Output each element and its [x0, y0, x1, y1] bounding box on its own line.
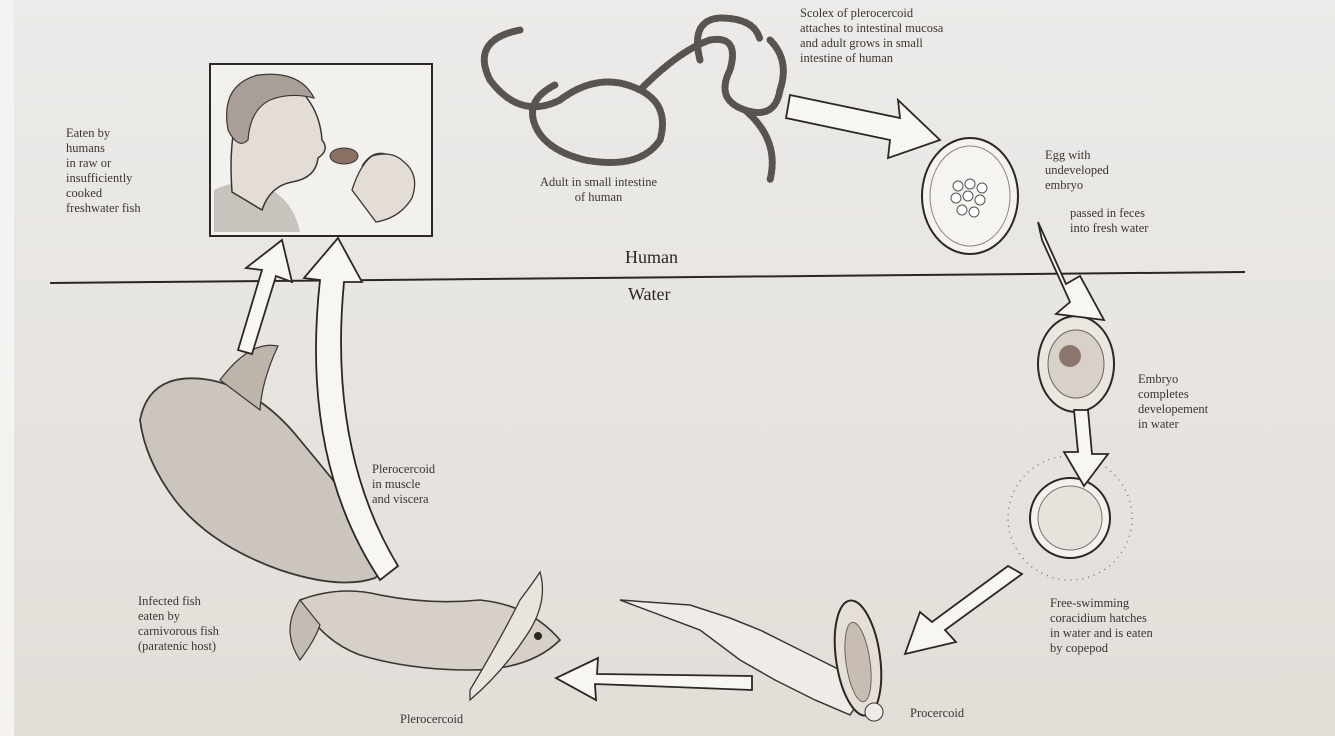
plerocercoid-label: Plerocercoid: [400, 712, 463, 727]
plerocercoid-muscle-label: Plerocercoid in muscle and viscera: [372, 462, 435, 507]
egg-passed-label: passed in feces into fresh water: [1070, 206, 1148, 236]
arrow-coracidium-to-copepod: [905, 566, 1022, 654]
arrow-egg-to-water: [1038, 222, 1104, 320]
eaten-by-humans-label: Eaten by humans in raw or insufficiently…: [66, 126, 141, 216]
coracidium-illustration: [1008, 456, 1132, 580]
adult-tapeworm-illustration: [484, 18, 783, 180]
scolex-label: Scolex of plerocercoid attaches to intes…: [800, 6, 943, 66]
egg-illustration: [922, 138, 1018, 254]
adult-label: Adult in small intestine of human: [540, 175, 657, 205]
arrow-copepod-to-fish: [556, 658, 752, 700]
human-eating-fish-illustration: [210, 64, 432, 236]
infected-fish-label: Infected fish eaten by carnivorous fish …: [138, 594, 219, 654]
embryo-label: Embryo completes developement in water: [1138, 372, 1208, 432]
embryo-egg-illustration: [1038, 316, 1114, 412]
human-zone-label: Human: [625, 247, 678, 268]
arrow-fish-up-left: [238, 240, 292, 354]
coracidium-label: Free-swimming coracidium hatches in wate…: [1050, 596, 1153, 656]
egg-label: Egg with undeveloped embryo: [1045, 148, 1109, 193]
procercoid-label: Procercoid: [910, 706, 964, 721]
copepod-illustration: [620, 598, 888, 721]
water-zone-label: Water: [628, 284, 671, 305]
arrow-adult-to-egg: [786, 95, 940, 158]
arrow-embryo-to-coracidium: [1064, 410, 1108, 486]
